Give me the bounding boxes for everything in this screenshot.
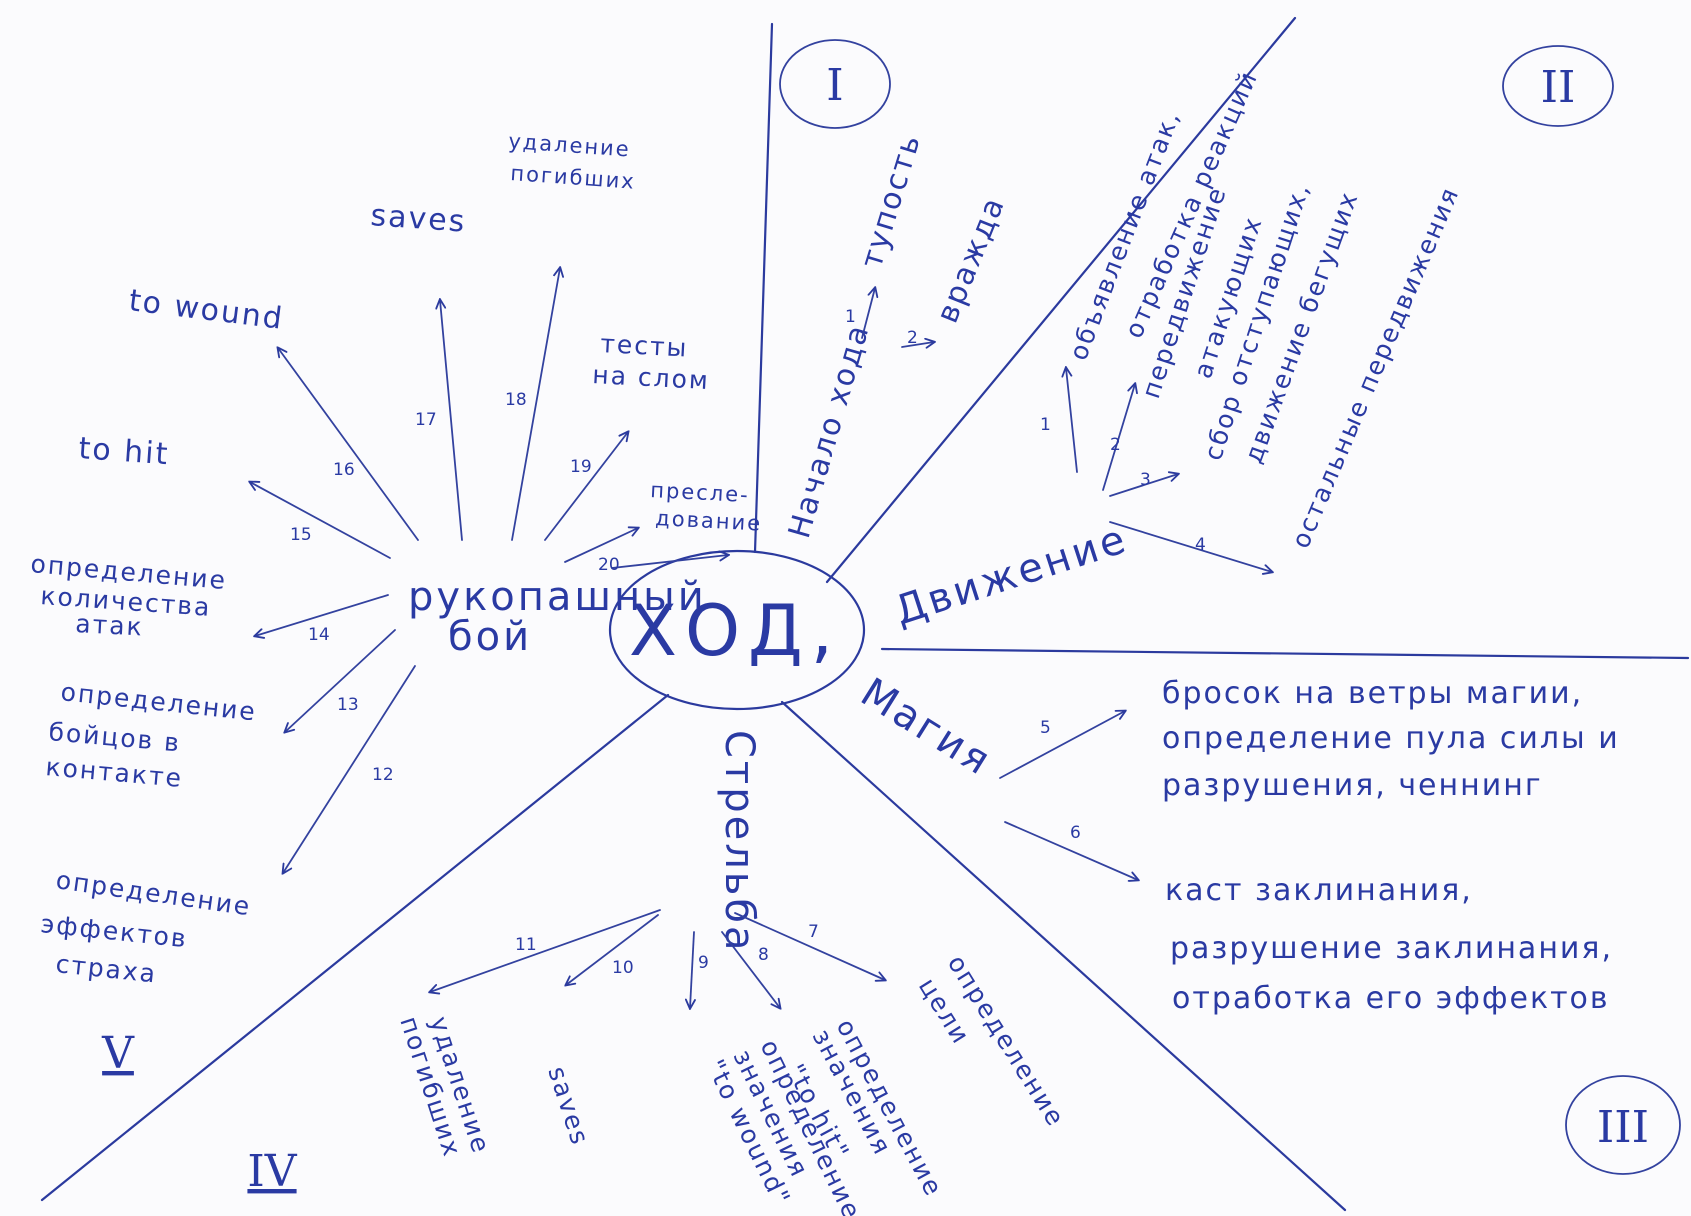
movement-branch: Движение 1 объявление атак, отработка ре… bbox=[889, 66, 1465, 635]
step-number-combat-15: 15 bbox=[290, 525, 312, 545]
arrow-magic-5 bbox=[999, 711, 1125, 779]
combat-step-20-line-2: дование bbox=[655, 506, 763, 536]
arrow-shoot-10 bbox=[566, 914, 659, 985]
sector-marker-4: IV bbox=[247, 1146, 297, 1197]
magic-step-5-line-1: бросок на ветры магии, bbox=[1162, 676, 1583, 711]
divider-line-upper-right bbox=[825, 16, 1297, 584]
arrow-combat-14 bbox=[255, 594, 389, 636]
step-number-start-2: 2 bbox=[907, 328, 918, 348]
step-number-shoot-7: 7 bbox=[808, 922, 819, 942]
step-number-move-3: 3 bbox=[1140, 470, 1151, 490]
combat-step-19-line-1: тесты bbox=[600, 329, 689, 363]
arrow-move-4 bbox=[1109, 521, 1272, 572]
start-of-turn-branch: Начало хода 1 тупость 2 вражда bbox=[782, 129, 1012, 542]
move-step-4-line-1: остальные передвижения bbox=[1286, 182, 1465, 552]
step-number-combat-18: 18 bbox=[505, 390, 527, 410]
combat-step-13-line-2: бойцов в bbox=[47, 717, 182, 757]
sector-marker-2: II bbox=[1541, 62, 1576, 113]
combat-step-14-line-3: атак bbox=[75, 609, 145, 642]
movement-label: Движение bbox=[889, 516, 1134, 635]
sector-markers: I II III IV V bbox=[101, 39, 1681, 1197]
magic-step-6-line-2: разрушение заклинания, bbox=[1170, 931, 1613, 966]
arrow-combat-19 bbox=[544, 432, 628, 541]
combat-step-15-line-1: to hit bbox=[77, 431, 170, 472]
combat-step-17-line-1: saves bbox=[369, 198, 467, 240]
magic-step-6-line-3: отработка его эффектов bbox=[1172, 981, 1610, 1016]
step-number-combat-12: 12 bbox=[372, 765, 394, 785]
arrow-move-1 bbox=[1066, 368, 1078, 473]
combat-step-13-line-3: контакте bbox=[44, 752, 184, 793]
arrow-combat-20 bbox=[564, 528, 638, 563]
combat-step-13-line-1: определение bbox=[59, 677, 258, 726]
arrow-combat-15 bbox=[250, 482, 391, 559]
magic-step-5-line-2: определение пула силы и bbox=[1162, 721, 1620, 756]
center-label: ХОД, bbox=[629, 590, 841, 672]
sector-dividers bbox=[40, 16, 1690, 1212]
divider-line-right bbox=[880, 647, 1690, 660]
arrow-combat-16 bbox=[278, 348, 419, 541]
step-number-move-4: 4 bbox=[1195, 535, 1206, 555]
step-number-shoot-9: 9 bbox=[698, 953, 709, 973]
arrow-shoot-7 bbox=[734, 912, 885, 980]
step-number-combat-20: 20 bbox=[598, 555, 620, 575]
step-number-combat-17: 17 bbox=[415, 410, 437, 430]
combat-step-18-line-2: погибших bbox=[510, 161, 637, 194]
start-of-turn-label: Начало хода bbox=[782, 320, 877, 542]
combat-step-18-line-1: удаление bbox=[508, 129, 632, 161]
arrow-shoot-9 bbox=[690, 931, 694, 1008]
arrow-start-1 bbox=[861, 288, 875, 339]
arrow-combat-to-center bbox=[611, 555, 728, 569]
close-combat-label-line-2: бой bbox=[448, 614, 532, 660]
divider-line-top bbox=[753, 22, 774, 554]
arrow-combat-18 bbox=[511, 268, 560, 541]
start-step-1-text: тупость bbox=[854, 129, 928, 272]
magic-label: Магия bbox=[853, 669, 1000, 785]
step-number-shoot-10: 10 bbox=[612, 958, 634, 978]
combat-step-16-line-1: to wound bbox=[127, 283, 286, 337]
step-number-magic-5: 5 bbox=[1040, 718, 1051, 738]
arrow-move-2 bbox=[1102, 384, 1135, 491]
center-node: ХОД, bbox=[608, 549, 866, 711]
sector-marker-circle-2 bbox=[1502, 45, 1614, 127]
combat-step-12-line-2: эффектов bbox=[39, 909, 189, 953]
step-number-shoot-11: 11 bbox=[515, 935, 537, 955]
arrow-shoot-8 bbox=[721, 931, 780, 1008]
step-number-magic-6: 6 bbox=[1070, 823, 1081, 843]
sector-marker-circle-1 bbox=[779, 39, 891, 129]
sector-marker-5: V bbox=[101, 1028, 135, 1079]
arrow-move-3 bbox=[1109, 474, 1178, 497]
combat-step-19-line-2: на слом bbox=[592, 360, 711, 395]
divider-line-lower-right bbox=[780, 700, 1347, 1212]
magic-step-5-line-3: разрушения, ченнинг bbox=[1162, 768, 1543, 803]
step-number-combat-14: 14 bbox=[308, 625, 330, 645]
step-number-move-2: 2 bbox=[1110, 435, 1121, 455]
sector-marker-3: III bbox=[1597, 1102, 1649, 1153]
center-ellipse bbox=[608, 549, 866, 711]
divider-line-lower-left bbox=[40, 693, 670, 1202]
arrow-combat-12 bbox=[283, 665, 416, 873]
step-number-combat-16: 16 bbox=[333, 460, 355, 480]
sector-marker-circle-3 bbox=[1565, 1075, 1681, 1175]
arrow-combat-13 bbox=[285, 629, 396, 732]
start-step-2-text: вражда bbox=[930, 191, 1012, 328]
shooting-branch: Стрельба 7 определение цели 8 определени… bbox=[394, 730, 1071, 1216]
arrow-magic-6 bbox=[1004, 821, 1138, 880]
arrow-start-2 bbox=[901, 342, 934, 347]
shooting-label: Стрельба bbox=[716, 730, 762, 954]
magic-step-6-line-1: каст заклинания, bbox=[1165, 873, 1473, 908]
combat-step-20-line-1: пресле- bbox=[650, 478, 751, 507]
sector-marker-1: I bbox=[826, 60, 843, 111]
close-combat-label-line-1: рукопашный bbox=[408, 574, 707, 620]
combat-step-12-line-3: страха bbox=[54, 949, 158, 988]
step-number-shoot-8: 8 bbox=[758, 945, 769, 965]
close-combat-branch: рукопашный бой 12 определение эффектов с… bbox=[29, 129, 762, 989]
arrow-shoot-11 bbox=[430, 909, 661, 992]
shoot-step-10-line-1: saves bbox=[542, 1063, 595, 1150]
step-number-start-1: 1 bbox=[845, 307, 856, 327]
step-number-combat-13: 13 bbox=[337, 695, 359, 715]
step-number-move-1: 1 bbox=[1040, 415, 1051, 435]
step-number-combat-19: 19 bbox=[570, 457, 592, 477]
arrow-combat-17 bbox=[440, 300, 463, 541]
